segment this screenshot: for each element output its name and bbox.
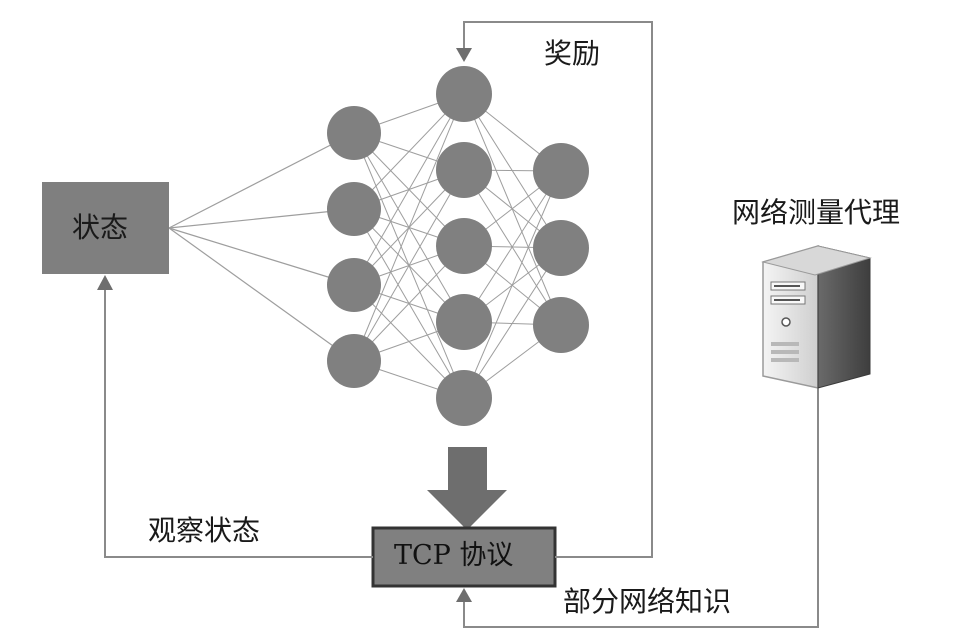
input-node xyxy=(327,106,381,160)
state-input-edge xyxy=(168,132,355,229)
reward-line xyxy=(463,21,653,558)
network-edge xyxy=(463,170,562,323)
observe-label: 观察状态 xyxy=(148,514,261,547)
hidden-node xyxy=(436,294,492,350)
state-box-label: 状态 xyxy=(72,211,129,244)
hidden-node xyxy=(436,370,492,426)
state-input-edge xyxy=(168,227,355,286)
observe-line xyxy=(104,286,373,558)
knowledge-arrowhead xyxy=(456,588,472,602)
state-input-edge xyxy=(168,208,355,229)
hidden-node xyxy=(436,66,492,122)
output-node xyxy=(533,143,589,199)
network-edge xyxy=(463,247,562,399)
network-edge xyxy=(353,169,465,362)
knowledge-line xyxy=(463,388,819,628)
state-box xyxy=(42,182,169,274)
tcp-box xyxy=(371,526,557,588)
input-node xyxy=(327,182,381,236)
server-tower-icon xyxy=(761,245,872,389)
tcp-box-label: TCP 协议 xyxy=(394,540,514,571)
partial-knowledge-label: 部分网络知识 xyxy=(563,585,732,618)
agent-label: 网络测量代理 xyxy=(732,196,901,229)
network-edge xyxy=(463,170,562,399)
state-input-edge xyxy=(168,227,355,362)
observe-arrowhead xyxy=(97,275,113,290)
hidden-node xyxy=(436,218,492,274)
output-node xyxy=(533,220,589,276)
network-edge xyxy=(353,93,465,362)
output-node xyxy=(533,297,589,353)
network-to-tcp-arrow xyxy=(427,447,507,530)
network-edge xyxy=(353,93,465,286)
network-nodes xyxy=(327,66,589,426)
hidden-node xyxy=(436,142,492,198)
input-node xyxy=(327,258,381,312)
reward-arrowhead xyxy=(456,48,472,62)
input-node xyxy=(327,334,381,388)
reward-label: 奖励 xyxy=(544,37,601,70)
